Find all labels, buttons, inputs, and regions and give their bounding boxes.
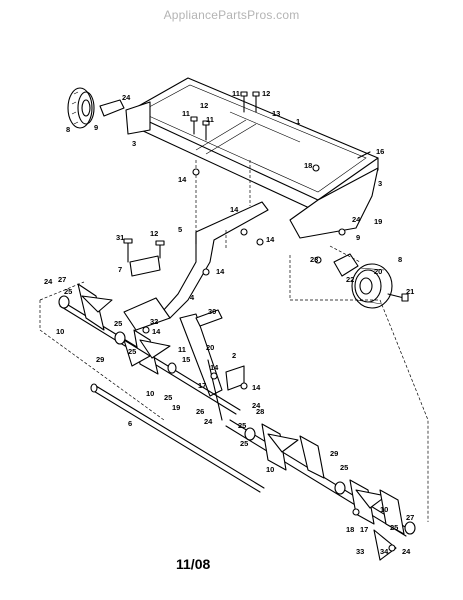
link-arm (207, 359, 223, 421)
callout-11: 11 (178, 345, 186, 354)
callout-16: 16 (376, 147, 384, 156)
callout-labels: 1 2 3 3 4 5 6 7 8 8 9 9 10 10 10 10 11 1… (44, 89, 414, 556)
tine-assembly-lower (225, 419, 416, 561)
callout-24: 24 (44, 277, 53, 286)
wheel-right (351, 263, 393, 309)
callout-25: 25 (114, 319, 122, 328)
axle-bolt-right (387, 293, 405, 299)
tine-assembly-upper (58, 283, 241, 415)
callout-18: 18 (304, 161, 312, 170)
callout-9: 9 (94, 123, 98, 132)
callout-11: 11 (232, 89, 240, 98)
callout-11: 11 (182, 109, 190, 118)
callout-24: 24 (204, 417, 213, 426)
callout-12: 12 (150, 229, 158, 238)
axle-shaft (95, 385, 265, 489)
callout-30: 30 (208, 307, 216, 316)
callout-24: 24 (122, 93, 131, 102)
callout-34: 34 (380, 547, 389, 556)
callout-6: 6 (128, 419, 132, 428)
callout-5: 5 (178, 225, 182, 234)
callout-7: 7 (118, 265, 122, 274)
callout-11: 11 (206, 115, 214, 124)
callout-27: 27 (58, 275, 66, 284)
callout-25: 25 (164, 393, 172, 402)
callout-10: 10 (146, 389, 154, 398)
callout-12: 12 (200, 101, 208, 110)
wheel-bracket-left (99, 99, 125, 117)
callout-29: 29 (330, 449, 338, 458)
callout-4: 4 (190, 293, 195, 302)
callout-14: 14 (178, 175, 187, 184)
callout-21: 21 (406, 287, 414, 296)
callout-25: 25 (240, 439, 248, 448)
assembly-boundary (39, 255, 429, 522)
shaft-end (90, 383, 98, 393)
callout-10: 10 (266, 465, 274, 474)
callout-17: 17 (360, 525, 368, 534)
callout-14: 14 (216, 267, 225, 276)
callout-25: 25 (64, 287, 72, 296)
callout-23: 23 (310, 255, 318, 264)
callout-29: 29 (96, 355, 104, 364)
handle-bar (161, 201, 269, 319)
callout-3: 3 (132, 139, 136, 148)
callout-24: 24 (352, 215, 361, 224)
callout-20: 20 (206, 343, 214, 352)
side-plate-right (289, 167, 379, 239)
diagram-revision-code: 11/08 (176, 556, 211, 572)
callout-14: 14 (252, 383, 261, 392)
handle-bracket (123, 297, 171, 331)
plate-hole (338, 228, 346, 236)
callout-2: 2 (232, 351, 236, 360)
callout-12: 12 (262, 89, 270, 98)
callout-32: 32 (150, 317, 158, 326)
callout-13: 13 (272, 109, 280, 118)
callout-25: 25 (128, 347, 136, 356)
side-plate-left (125, 101, 151, 135)
callout-22: 22 (346, 275, 354, 284)
callout-26: 26 (196, 407, 204, 416)
callout-1: 1 (296, 117, 300, 126)
callout-25: 25 (238, 421, 246, 430)
callout-17: 17 (198, 381, 206, 390)
callout-18: 18 (346, 525, 354, 534)
callout-31: 31 (116, 233, 124, 242)
callout-10: 10 (380, 505, 388, 514)
callout-3: 3 (378, 179, 382, 188)
callout-14: 14 (152, 327, 161, 336)
bolt-head (401, 293, 409, 302)
callout-25: 25 (390, 523, 398, 532)
callout-19: 19 (172, 403, 180, 412)
callout-19: 19 (374, 217, 382, 226)
callout-24: 24 (252, 401, 261, 410)
callout-14: 14 (230, 205, 239, 214)
foot-pedal (195, 309, 223, 327)
watermark-text: AppliancePartsPros.com (163, 8, 300, 22)
callout-14: 14 (266, 235, 275, 244)
callout-10: 10 (56, 327, 64, 336)
callout-24: 24 (402, 547, 411, 556)
hardware-bolts (123, 91, 396, 552)
callout-8: 8 (66, 125, 70, 134)
callout-28: 28 (256, 407, 264, 416)
callout-33: 33 (356, 547, 364, 556)
callout-8: 8 (398, 255, 402, 264)
wheel-bracket-right (333, 253, 359, 277)
callout-9: 9 (356, 233, 360, 242)
callout-20: 20 (374, 267, 382, 276)
callout-25: 25 (340, 463, 348, 472)
callout-15: 15 (182, 355, 190, 364)
bracket-7 (129, 255, 161, 277)
callout-14: 14 (210, 363, 219, 372)
wheel-left (67, 87, 95, 129)
callout-27: 27 (406, 513, 414, 522)
